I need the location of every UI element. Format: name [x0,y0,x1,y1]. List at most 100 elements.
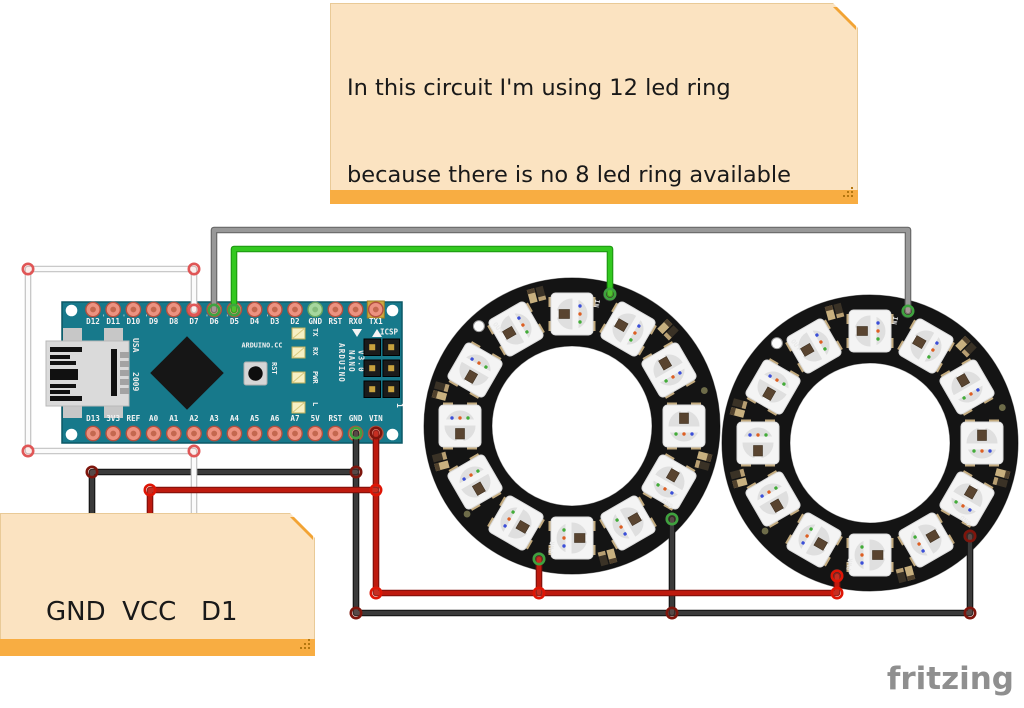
pcb-dot [700,387,708,394]
pin-label: A4 [230,414,240,423]
note-line: In this circuit I'm using 12 led ring [347,75,731,101]
wire-endpoint[interactable] [227,303,241,317]
arduino-pin-A6-bottom[interactable]: A6 [266,414,283,442]
wire-endpoint[interactable] [369,426,383,440]
wire-endpoint[interactable] [143,483,157,497]
arduino-pin-A5-bottom[interactable]: A5 [246,414,263,442]
wire-endpoint[interactable] [963,529,977,543]
wire-endpoint[interactable] [963,606,977,620]
pin1-marker: 1 [395,403,404,408]
ring-pad-label-pwr: PWR [845,557,855,570]
neopixel-led [897,318,955,374]
arduino-pin-A2-bottom[interactable]: A2 [186,414,202,442]
wire-endpoint[interactable] [665,606,679,620]
wire-endpoint[interactable] [207,303,221,317]
ring-pad-out[interactable] [472,320,485,333]
neopixel-led [785,318,843,374]
note-resize-grip-icon[interactable] [841,187,853,199]
arduino-pin-D10-top[interactable]: D10' [122,301,142,326]
pin-label: A2 [189,414,198,423]
arduino-pin-RX0-top[interactable]: RX0 [347,301,364,326]
wire-gnd-bus[interactable] [352,429,974,617]
reset-button-cap[interactable] [248,366,263,381]
neopixel-led [447,453,503,511]
sticky-note-led-matrix[interactable]: GND VCC D1 8x8 LED [0,513,315,656]
arduino-pin-TX1-top[interactable]: TX1 [366,300,385,326]
wire-endpoint[interactable] [21,444,35,458]
l-led-label: L [311,402,319,406]
capacitor [729,398,748,418]
pwm-tick: ' [122,313,126,321]
capacitor [431,451,450,472]
pin-label: VIN [369,414,383,423]
wire-vin-power-bus[interactable] [372,429,841,597]
icsp-header[interactable] [363,338,400,398]
arduino-pin-A0-bottom[interactable]: A0 [145,414,162,442]
wire-endpoint[interactable] [901,304,915,318]
ring-pad-label-in: IN [592,299,601,309]
capacitor [824,302,845,321]
wire-endpoint[interactable] [830,586,844,600]
wire-endpoint[interactable] [349,606,363,620]
wire-d7-data-matrix[interactable] [24,265,198,552]
arduino-pin-RST-top[interactable]: RST [327,301,344,326]
arduino-nano-board[interactable]: USA 2009 RST ARDUINO.CC TX RX PW [45,300,404,444]
arduino-pin-D11-top[interactable]: D11' [102,301,122,326]
arduino-pin-REF-bottom[interactable]: REF [125,414,142,442]
arduino-pin-A3-bottom[interactable]: A3 [206,414,223,442]
note-line: GND VCC D1 [46,597,238,627]
arduino-pin-D4-top[interactable]: D4 [246,301,263,326]
wire-endpoint[interactable] [532,552,546,566]
arduino-pin-D13-bottom[interactable]: D13 [85,414,101,442]
pin-label: D10 [127,317,141,326]
wire-endpoint[interactable] [369,483,383,497]
wire-endpoint[interactable] [187,444,201,458]
sticky-note-circuit-info[interactable]: In this circuit I'm using 12 led ring be… [330,3,858,204]
neopixel-led [438,402,482,450]
arduino-pin-D9-top[interactable]: D9' [144,301,162,326]
pin-label: D2 [290,317,299,326]
pin-label: 5V [311,414,321,423]
arduino-pin-D2-top[interactable]: D2 [287,301,303,326]
pcb-dot [463,510,471,518]
reset-label: RST [270,362,278,375]
neopixel-led [548,516,596,560]
wire-d5-ring-left[interactable] [230,245,614,314]
pwr-led-label: PWR [311,371,319,384]
wire-endpoint[interactable] [665,512,679,526]
capacitor [955,335,977,358]
arduino-pin-3V3-bottom[interactable]: 3V3 [105,414,122,442]
arduino-pin-A1-bottom[interactable]: A1 [165,414,182,442]
arduino-pin-A4-bottom[interactable]: A4 [226,414,243,442]
wire-endpoint[interactable] [21,262,35,276]
wire-endpoint[interactable] [349,426,363,440]
model-text-v30: V3.0 [357,350,366,373]
wire-endpoint[interactable] [187,303,201,317]
pin-label: A7 [290,414,299,423]
arduino-pin-5V-bottom[interactable]: 5V [307,414,324,442]
icsp-label: ICSP [380,328,399,337]
arduino-pin-D8-top[interactable]: D8 [165,301,182,326]
arduino-pin-A7-bottom[interactable]: A7 [287,414,303,442]
arduino-pin-D12-top[interactable]: D12 [85,301,101,326]
wire-endpoint[interactable] [830,569,844,583]
wire-endpoint[interactable] [532,586,546,600]
wire-endpoint[interactable] [85,465,99,479]
arduino-pin-RST-bottom[interactable]: RST [327,414,344,442]
arduino-pin-GND-top[interactable]: GND [307,301,324,326]
arduino-pin-D3-top[interactable]: D3' [266,301,283,326]
wire-endpoint[interactable] [603,287,617,301]
wire-endpoint[interactable] [349,465,363,479]
wire-d6-ring-right[interactable] [210,226,912,315]
wire-endpoint[interactable] [187,262,201,276]
note-resize-grip-icon[interactable] [298,639,310,651]
capacitor [729,468,748,489]
ring-pad-out[interactable] [770,337,783,350]
wire-endpoint[interactable] [369,586,383,600]
tx-led-label: TX [311,328,319,337]
pin-label: D7 [189,317,198,326]
